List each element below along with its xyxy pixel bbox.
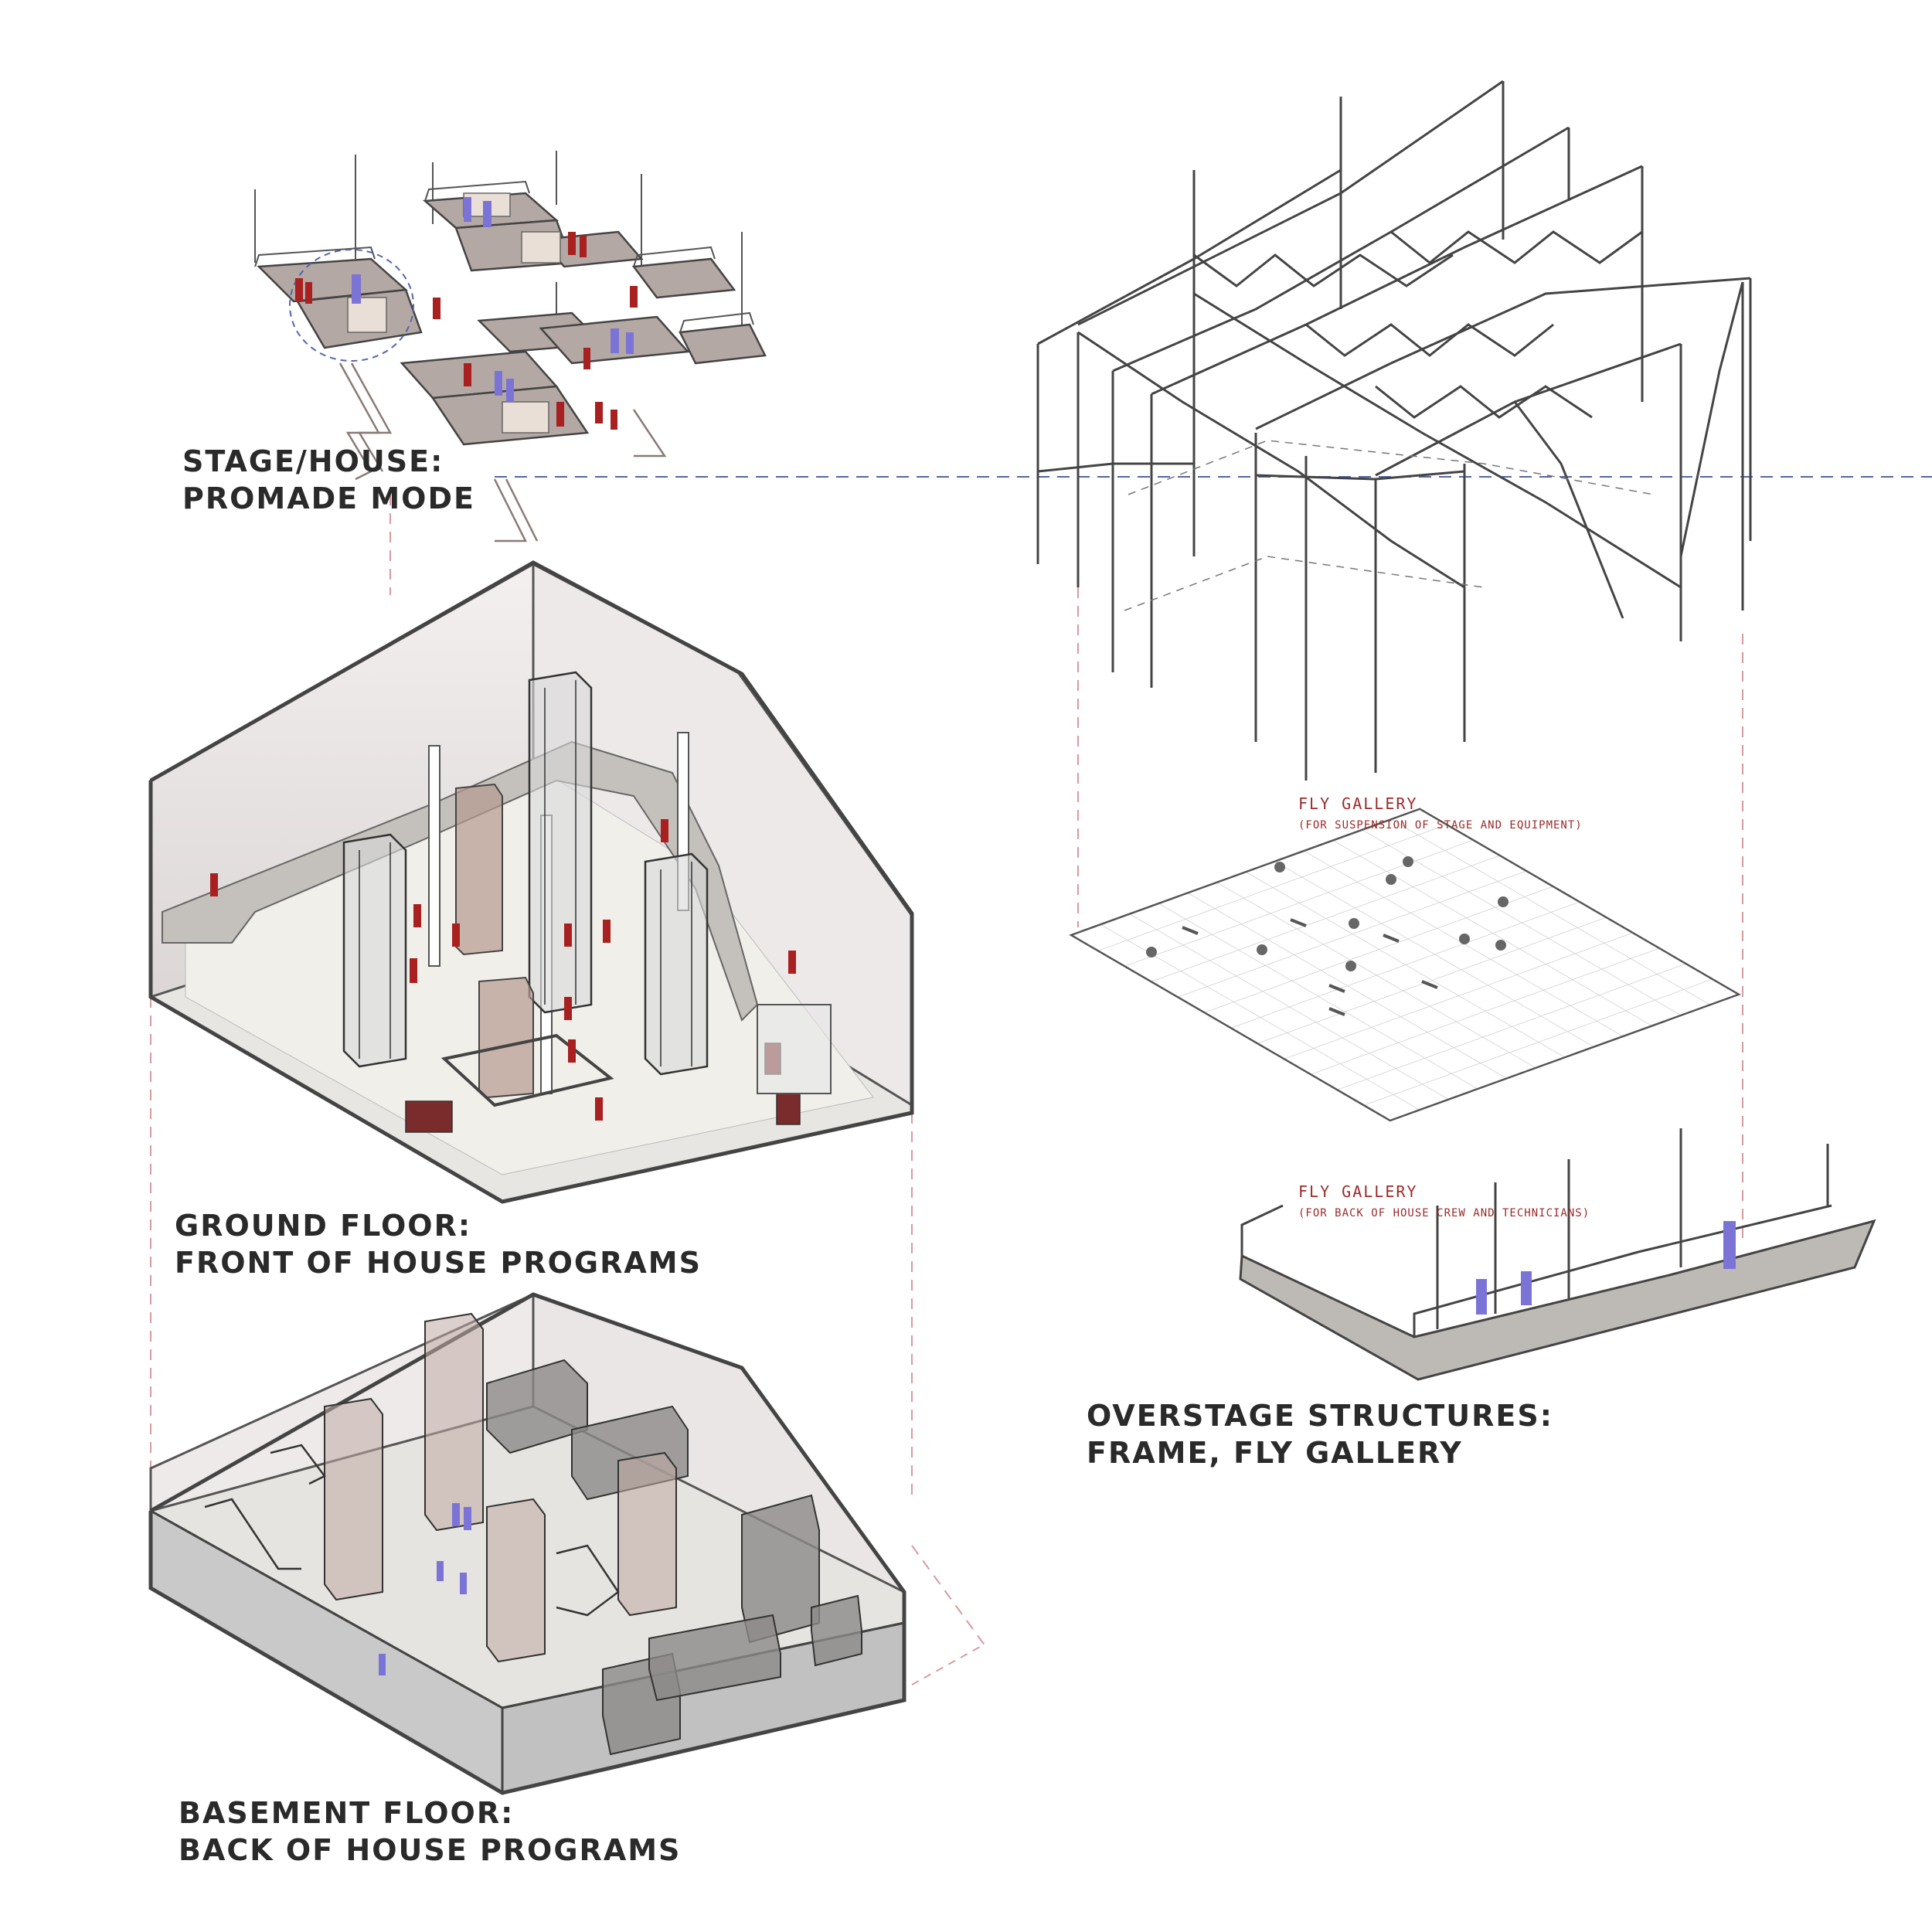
basement-floor-label-line2: BACK OF HOUSE PROGRAMS — [179, 1833, 682, 1867]
audience-figures — [295, 232, 638, 430]
basement-floor-module — [148, 1292, 982, 1795]
fly-gallery-upper-note: (FOR SUSPENSION OF STAGE AND EQUIPMENT) — [1298, 819, 1583, 832]
fly-gallery-lower-annotation: FLY GALLERY (FOR BACK OF HOUSE CREW AND … — [1298, 1182, 1590, 1219]
stage-house-module — [254, 151, 767, 543]
fly-gallery-lower-note: (FOR BACK OF HOUSE CREW AND TECHNICIANS) — [1298, 1207, 1590, 1219]
stage-house-label-line2: PROMADE MODE — [182, 481, 475, 515]
ground-floor-module — [148, 560, 914, 1204]
crew-figures — [352, 197, 634, 402]
overstage-frame — [1036, 80, 1752, 781]
ground-floor-label-line1: GROUND FLOOR: — [175, 1209, 472, 1243]
basement-floor-label: BASEMENT FLOOR: BACK OF HOUSE PROGRAMS — [179, 1794, 681, 1869]
fly-gallery-upper-annotation: FLY GALLERY (FOR SUSPENSION OF STAGE AND… — [1298, 794, 1583, 832]
overstage-label: OVERSTAGE STRUCTURES: FRAME, FLY GALLERY — [1087, 1397, 1553, 1471]
crew-figures-walkway — [1476, 1221, 1736, 1315]
stage-house-label: STAGE/HOUSE: PROMADE MODE — [182, 443, 475, 517]
fly-gallery-grid — [1069, 808, 1741, 1122]
stage-house-label-line1: STAGE/HOUSE: — [182, 444, 444, 478]
basement-floor-label-line1: BASEMENT FLOOR: — [179, 1796, 515, 1830]
ground-floor-label-line2: FRONT OF HOUSE PROGRAMS — [175, 1246, 702, 1280]
fly-gallery-walkway — [1239, 1128, 1876, 1381]
overstage-label-line2: FRAME, FLY GALLERY — [1087, 1436, 1463, 1470]
ground-floor-label: GROUND FLOOR: FRONT OF HOUSE PROGRAMS — [175, 1207, 702, 1281]
audience-figures-ground — [210, 819, 796, 1121]
fly-gallery-lower-title: FLY GALLERY — [1298, 1182, 1418, 1201]
crew-figures-basement — [379, 1503, 471, 1675]
fly-gallery-upper-title: FLY GALLERY — [1298, 794, 1418, 813]
overstage-label-line1: OVERSTAGE STRUCTURES: — [1087, 1399, 1553, 1433]
